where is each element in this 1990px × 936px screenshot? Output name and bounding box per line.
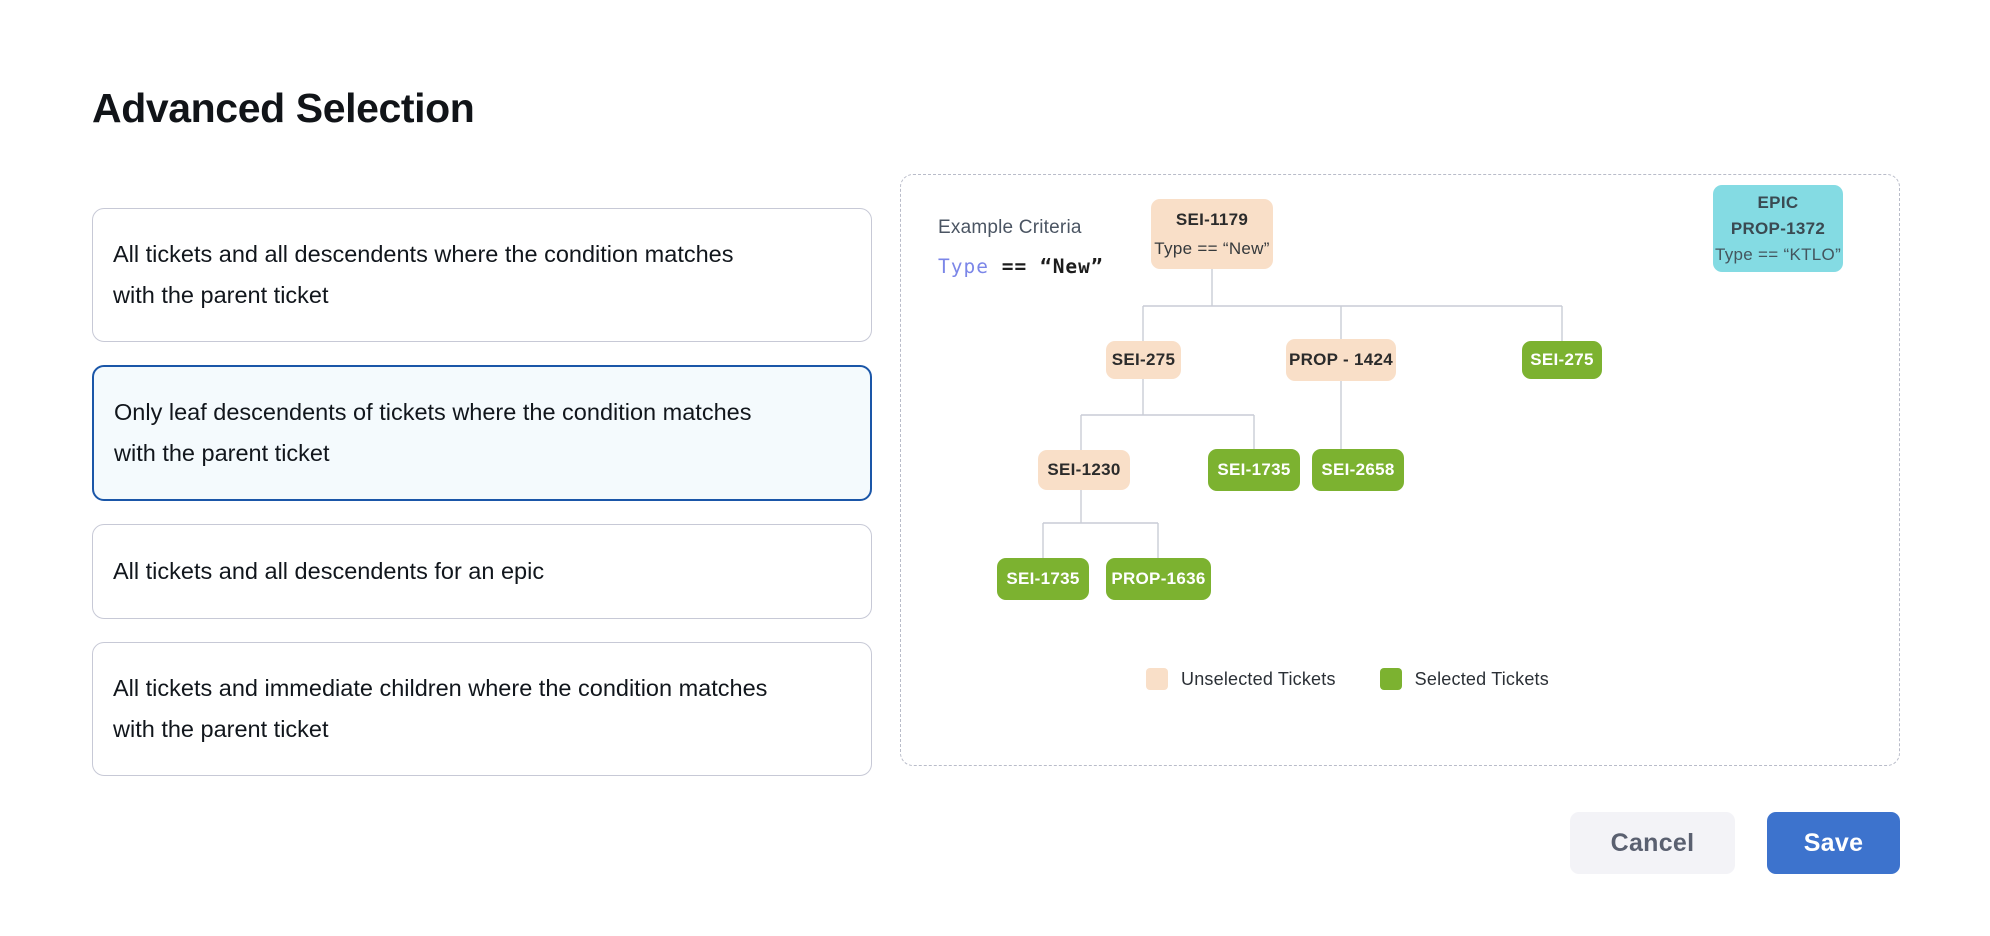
legend-item-selected: Selected Tickets (1379, 668, 1549, 690)
tree-node-prop-1424[interactable]: PROP - 1424 (1286, 339, 1396, 381)
option-card-immediate-children-condition[interactable]: All tickets and immediate children where… (92, 642, 872, 776)
node-id: SEI-1735 (1006, 569, 1080, 588)
tree-node-epic-prop-1372[interactable]: EPIC PROP-1372 Type == “KTLO” (1713, 185, 1843, 272)
tree-node-sei-1179[interactable]: SEI-1179 Type == “New” (1151, 199, 1273, 269)
selection-options-list: All tickets and all descendents where th… (92, 208, 872, 776)
cancel-button[interactable]: Cancel (1570, 812, 1735, 874)
criteria-field: Type (938, 255, 989, 278)
legend-label-unselected: Unselected Tickets (1181, 668, 1336, 689)
save-button[interactable]: Save (1767, 812, 1900, 874)
tree-node-sei-2658[interactable]: SEI-2658 (1312, 449, 1404, 491)
example-diagram-panel: Example Criteria Type == “New” (900, 174, 1900, 766)
criteria-operator: == (1001, 255, 1028, 278)
tree-node-sei-275-b[interactable]: SEI-275 (1522, 341, 1602, 379)
tree-node-sei-275-a[interactable]: SEI-275 (1106, 341, 1181, 379)
tree-node-sei-1735-a[interactable]: SEI-1735 (1208, 449, 1300, 491)
node-id: PROP-1636 (1111, 569, 1206, 588)
option-label: All tickets and immediate children where… (113, 675, 768, 742)
option-card-all-descendents-condition[interactable]: All tickets and all descendents where th… (92, 208, 872, 342)
criteria-label: Example Criteria (938, 217, 1082, 238)
node-id: PROP-1372 (1730, 218, 1826, 238)
legend-item-unselected: Unselected Tickets (1146, 668, 1336, 690)
node-condition: Type == “KTLO” (1714, 244, 1842, 264)
legend-swatch-unselected-icon (1146, 668, 1168, 690)
legend-label-selected: Selected Tickets (1414, 668, 1549, 689)
dialog-footer: Cancel Save (1570, 812, 1900, 874)
node-id: SEI-275 (1111, 350, 1176, 369)
option-label: All tickets and all descendents where th… (113, 241, 734, 308)
criteria-expression: Type == “New” (938, 255, 1104, 278)
option-label: All tickets and all descendents for an e… (113, 558, 545, 584)
node-id: SEI-1179 (1175, 209, 1249, 229)
tree-node-prop-1636[interactable]: PROP-1636 (1106, 558, 1211, 600)
node-id: SEI-1735 (1217, 460, 1291, 479)
option-label: Only leaf descendents of tickets where t… (114, 399, 752, 466)
node-id: SEI-1230 (1047, 460, 1121, 479)
node-id: PROP - 1424 (1288, 350, 1394, 369)
node-kind: EPIC (1757, 192, 1799, 212)
legend-swatch-selected-icon (1379, 668, 1402, 690)
node-condition: Type == “New” (1154, 238, 1270, 258)
tree-node-sei-1735-b[interactable]: SEI-1735 (997, 558, 1089, 600)
option-card-leaf-descendents-condition[interactable]: Only leaf descendents of tickets where t… (92, 365, 872, 501)
node-id: SEI-275 (1530, 350, 1594, 369)
criteria-value: “New” (1039, 255, 1104, 278)
diagram-legend: Unselected Tickets Selected Tickets (1146, 668, 1549, 690)
page-title: Advanced Selection (92, 85, 475, 132)
option-card-all-descendents-epic[interactable]: All tickets and all descendents for an e… (92, 524, 872, 619)
node-id: SEI-2658 (1321, 460, 1395, 479)
tree-node-sei-1230[interactable]: SEI-1230 (1038, 450, 1130, 490)
